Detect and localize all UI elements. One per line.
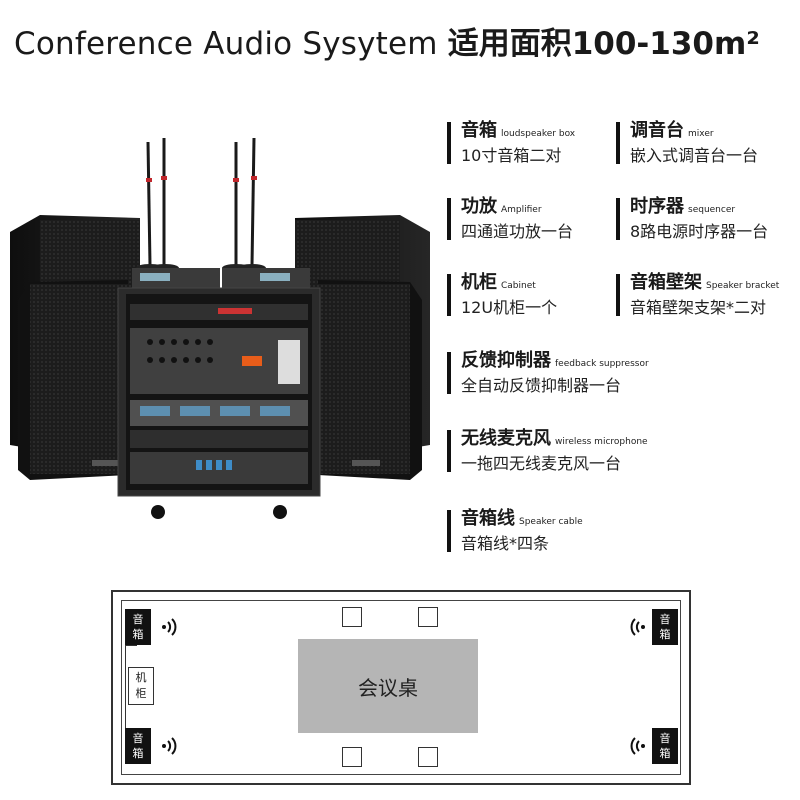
conference-table-label: 会议桌 — [358, 675, 418, 700]
spec-title: 功放 — [461, 196, 497, 217]
spec-subtitle: Speaker bracket — [706, 281, 780, 291]
spec-sequencer: 时序器 sequencer 8路电源时序器一台 — [616, 196, 768, 243]
spec-title: 无线麦克风 — [461, 428, 551, 449]
spec-description: 音箱线*四条 — [461, 534, 550, 553]
chair — [342, 607, 362, 627]
spec-amplifier: 功放 Amplifier 四通道功放一台 — [447, 196, 573, 243]
spec-mixer: 调音台 mixer 嵌入式调音台一台 — [616, 120, 758, 167]
spec-description: 嵌入式调音台一台 — [630, 146, 759, 165]
spec-feedback-suppressor: 反馈抑制器 feedback suppressor 全自动反馈抑制器一台 — [447, 350, 649, 397]
spec-description: 全自动反馈抑制器一台 — [461, 376, 622, 395]
spec-subtitle: loudspeaker box — [501, 129, 576, 139]
spec-title: 机柜 — [461, 272, 497, 293]
conference-table: 会议桌 — [298, 639, 478, 733]
spec-title: 调音台 — [630, 120, 684, 141]
floor-plan: 音箱 音箱 音箱 音箱 机柜 会议桌 — [111, 590, 691, 785]
spec-description: 音箱壁架支架*二对 — [630, 298, 767, 317]
speaker-front-left — [18, 280, 128, 480]
room-boundary — [121, 600, 681, 775]
speaker-bottom-left: 音箱 — [125, 728, 151, 764]
rack-cabinet — [117, 287, 321, 519]
spec-title: 时序器 — [630, 196, 684, 217]
chair — [418, 747, 438, 767]
speaker-bottom-right: 音箱 — [652, 728, 678, 764]
spec-subtitle: mixer — [688, 129, 714, 139]
spec-subtitle: Cabinet — [501, 281, 536, 291]
speaker-front-right — [318, 280, 422, 480]
chair — [342, 747, 362, 767]
spec-title: 音箱壁架 — [630, 272, 702, 293]
spec-subtitle: feedback suppressor — [555, 359, 649, 369]
spec-description: 12U机柜一个 — [461, 298, 558, 317]
spec-description: 四通道功放一台 — [461, 222, 574, 241]
product-photo — [10, 137, 430, 519]
spec-subtitle: Amplifier — [501, 205, 542, 215]
spec-speaker-cable: 音箱线 Speaker cable 音箱线*四条 — [447, 508, 583, 555]
sound-wave-right-icon — [162, 618, 177, 636]
title-english: Conference Audio Sysytem — [14, 26, 438, 62]
spec-speaker-bracket: 音箱壁架 Speaker bracket 音箱壁架支架*二对 — [616, 272, 779, 319]
sound-wave-left-icon — [630, 737, 645, 755]
spec-cabinet: 机柜 Cabinet 12U机柜一个 — [447, 272, 557, 319]
sound-wave-left-icon — [630, 618, 645, 636]
speaker-top-left: 音箱 — [125, 609, 151, 645]
spec-subtitle: Speaker cable — [519, 517, 583, 527]
spec-description: 一拖四无线麦克风一台 — [461, 454, 622, 473]
chair — [418, 607, 438, 627]
spec-wireless-microphone: 无线麦克风 wireless microphone 一拖四无线麦克风一台 — [447, 428, 648, 475]
spec-description: 10寸音箱二对 — [461, 146, 562, 165]
title-chinese: 适用面积100-130m² — [447, 26, 760, 62]
spec-loudspeaker: 音箱 loudspeaker box 10寸音箱二对 — [447, 120, 575, 167]
spec-description: 8路电源时序器一台 — [630, 222, 769, 241]
spec-subtitle: wireless microphone — [555, 437, 648, 447]
cabinet-box: 机柜 — [128, 667, 154, 705]
sound-wave-right-icon — [162, 737, 177, 755]
spec-subtitle: sequencer — [688, 205, 736, 215]
spec-title: 反馈抑制器 — [461, 350, 551, 371]
spec-title: 音箱 — [461, 120, 497, 141]
wireless-microphones — [146, 137, 256, 266]
speaker-top-right: 音箱 — [652, 609, 678, 645]
spec-title: 音箱线 — [461, 508, 515, 529]
